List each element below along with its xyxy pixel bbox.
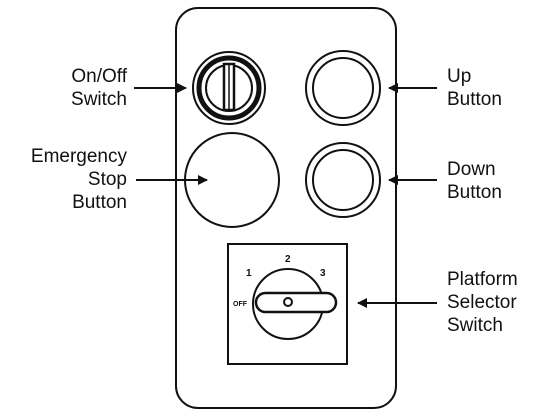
selector-position-3: 3	[320, 268, 326, 279]
platform-selector-switch[interactable]: OFF 1 2 3	[227, 243, 348, 365]
selector-position-2: 2	[285, 254, 291, 265]
down-button-label: Down Button	[447, 159, 502, 203]
up-button[interactable]	[305, 50, 381, 126]
emergency-stop-button-label: Emergency Stop Button	[30, 146, 127, 213]
up-button-label: Up Button	[447, 66, 502, 110]
on-off-switch-label: On/Off Switch	[71, 66, 127, 110]
selector-position-off: OFF	[233, 301, 248, 308]
on-off-key-switch[interactable]	[192, 51, 266, 125]
down-button[interactable]	[305, 142, 381, 218]
platform-selector-switch-label: Platform Selector Switch	[447, 269, 518, 336]
selector-knob-handle	[254, 291, 338, 314]
selector-knob-indicator	[283, 297, 293, 307]
selector-position-1: 1	[246, 268, 252, 279]
control-box-outline	[175, 7, 397, 409]
